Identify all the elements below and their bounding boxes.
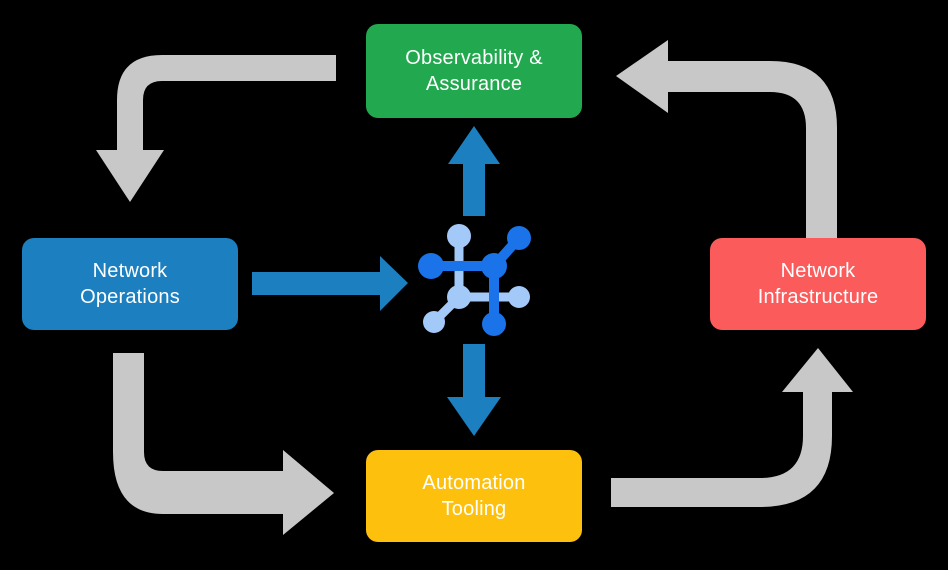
node-label-line1: Observability &: [405, 46, 543, 69]
network-icon-light-nodes: [423, 224, 530, 333]
network-topology-icon: [418, 224, 531, 336]
arrow-automation-to-infrastructure: [611, 348, 853, 507]
node-label-line2: Assurance: [425, 73, 523, 95]
node-label-line2: Operations: [80, 286, 180, 308]
arrow-center-to-automation: [447, 344, 501, 436]
node-label-line2: Infrastructure: [757, 286, 879, 308]
arrow-observability-to-operations: [96, 55, 336, 202]
node-label-line1: Network: [92, 259, 168, 282]
node-box-network-infrastructure[interactable]: Network Infrastructure: [710, 238, 926, 330]
arrow-operations-to-center: [252, 256, 408, 311]
network-icon-dark-nodes: [418, 226, 531, 336]
arrow-operations-to-automation: [113, 353, 334, 535]
node-label-line1: Network: [780, 259, 856, 282]
node-label-network-infrastructure: Network Infrastructure: [758, 258, 879, 311]
node-label-line1: Automation: [422, 471, 526, 494]
arrow-infrastructure-to-observability: [616, 40, 837, 245]
node-label-automation-tooling: Automation Tooling: [422, 470, 525, 523]
arrow-center-to-observability: [448, 126, 500, 216]
node-box-network-operations[interactable]: Network Operations: [22, 238, 238, 330]
node-box-automation-tooling[interactable]: Automation Tooling: [366, 450, 582, 542]
node-label-network-operations: Network Operations: [80, 258, 180, 311]
node-box-observability-assurance[interactable]: Observability & Assurance: [366, 24, 582, 118]
node-label-line2: Tooling: [441, 498, 507, 520]
node-label-observability-assurance: Observability & Assurance: [405, 45, 543, 98]
